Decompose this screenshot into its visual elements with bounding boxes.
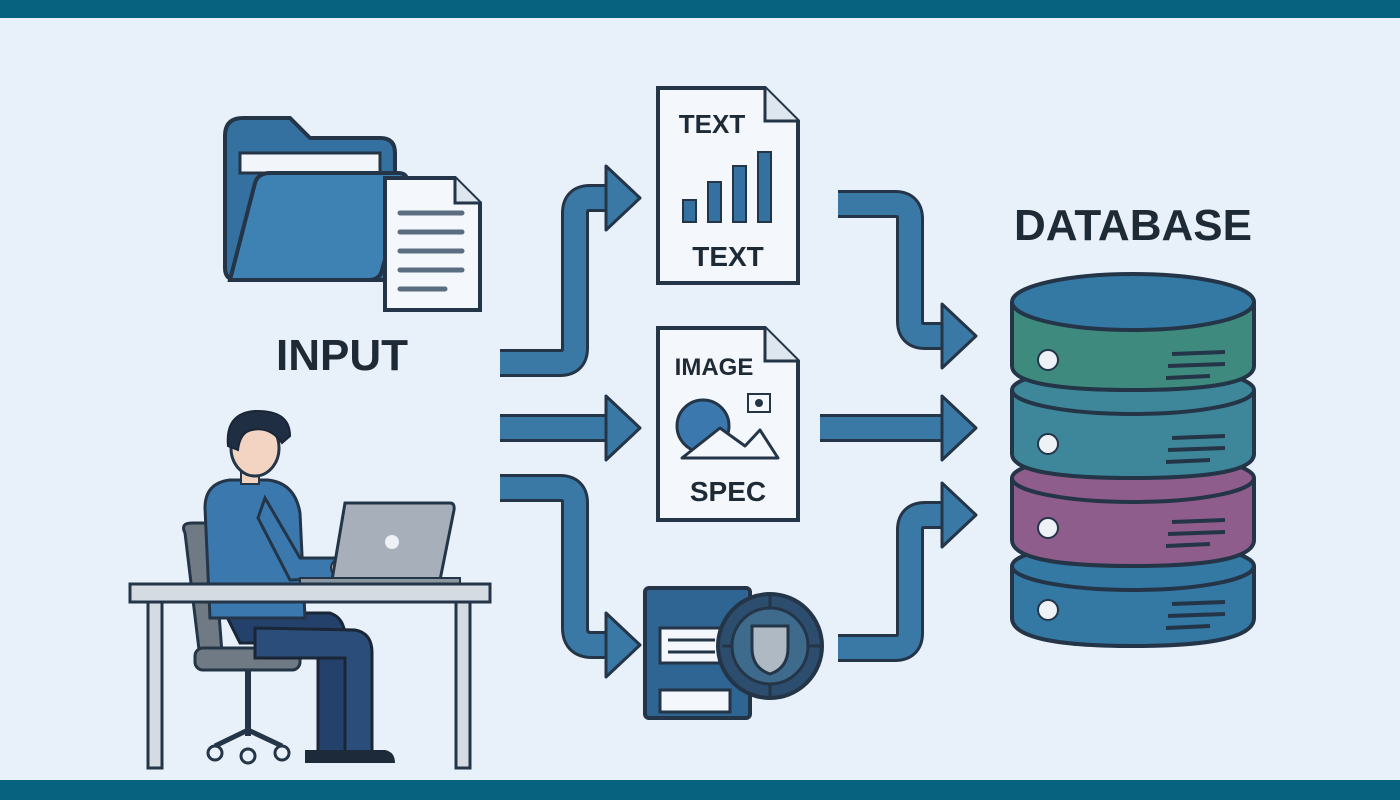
text-document-bottom-label: TEXT bbox=[692, 241, 764, 272]
diagram-canvas: INPUT bbox=[0, 18, 1400, 780]
input-to-image-arrow bbox=[500, 394, 642, 462]
text-to-database-arrow bbox=[838, 190, 978, 370]
user-at-laptop-illustration bbox=[128, 409, 492, 770]
document-icon bbox=[383, 176, 482, 312]
data-flow-diagram: INPUT bbox=[128, 86, 1256, 770]
image-document-bottom-label: SPEC bbox=[690, 476, 766, 507]
input-label: INPUT bbox=[276, 331, 408, 380]
database-icon bbox=[1010, 272, 1256, 649]
storage-to-database-arrow bbox=[838, 481, 978, 662]
input-to-text-arrow bbox=[500, 164, 642, 377]
input-to-storage-arrow bbox=[500, 474, 642, 679]
image-document-icon bbox=[656, 326, 800, 522]
database-label: DATABASE bbox=[1014, 201, 1252, 250]
secure-storage-icon bbox=[643, 586, 824, 720]
text-document-top-label: TEXT bbox=[679, 109, 746, 139]
folder-icon bbox=[223, 116, 409, 282]
image-to-database-arrow bbox=[820, 394, 978, 462]
image-document-top-label: IMAGE bbox=[675, 354, 754, 381]
text-document-icon bbox=[656, 86, 800, 285]
